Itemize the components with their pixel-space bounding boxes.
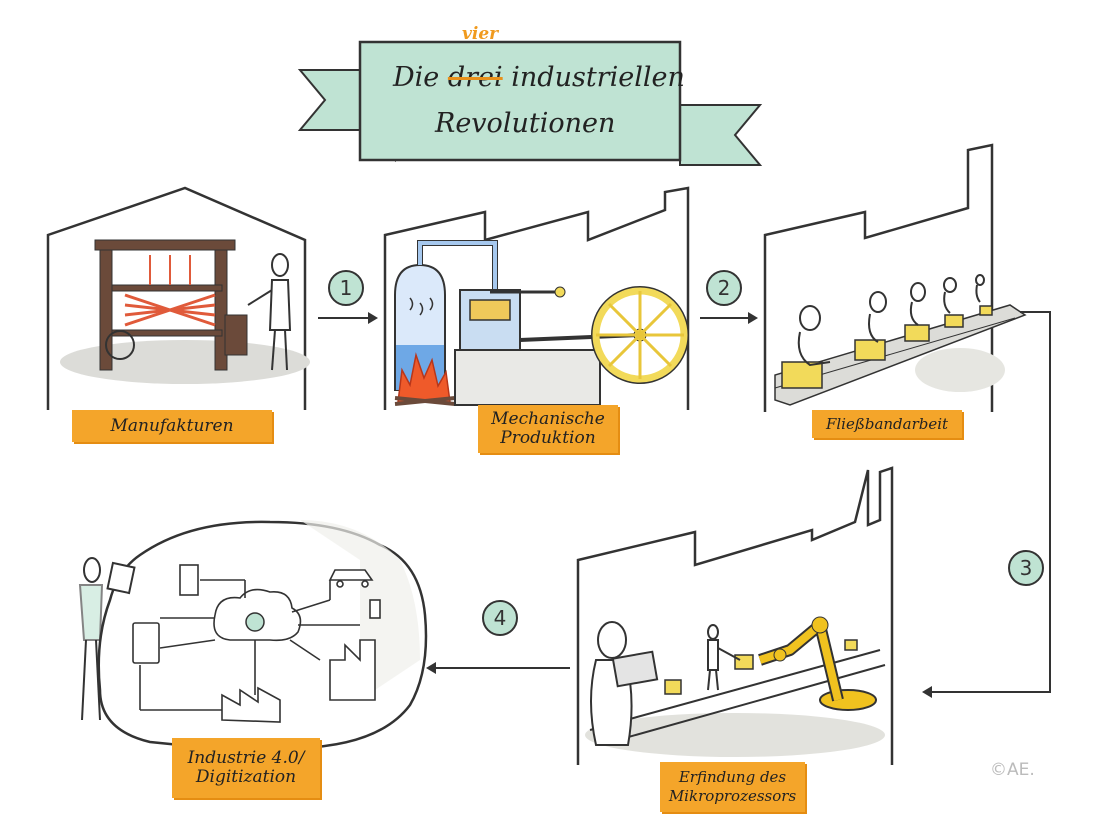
label-mikroprozessor-line1: Erfindung des (678, 768, 787, 786)
label-mechanische-produktion: Mechanische Produktion (478, 405, 618, 453)
copyright-mark: ©AE. (990, 760, 1035, 780)
globe-icon (245, 612, 265, 632)
steam-engine (454, 286, 641, 406)
title-line-1: Die drei industriellen (393, 62, 685, 93)
step-4-badge: 4 (482, 600, 518, 636)
fire (394, 352, 456, 406)
conveyor-boxes-4 (664, 639, 858, 695)
engineer-figures (590, 621, 741, 746)
robot-arm (758, 616, 877, 711)
assembly-workers (797, 274, 985, 367)
loom-drawing (94, 239, 248, 371)
network-devices (132, 564, 381, 723)
title-line-2: Revolutionen (435, 108, 616, 139)
title-word-industriellen: industriellen (511, 62, 685, 93)
conveyor-boxes (781, 305, 993, 389)
label-fliessbandarbeit: Fließbandarbeit (812, 410, 962, 438)
arrow-3 (922, 311, 1051, 698)
title-inserted-word: vier (462, 24, 499, 44)
label-manufakturen: Manufakturen (72, 410, 272, 442)
label-mikroprozessor: Erfindung des Mikroprozessors (660, 762, 805, 812)
arrow-1 (318, 312, 378, 324)
stage-mechanische-produktion (383, 186, 690, 410)
label-manufakturen-text: Manufakturen (110, 415, 234, 436)
title-banner (297, 40, 763, 166)
label-industrie-line1: Industrie 4.0/ (187, 748, 305, 768)
tablet-user (78, 557, 136, 721)
flywheel (591, 286, 689, 384)
label-mikroprozessor-line2: Mikroprozessors (668, 787, 797, 805)
arrow-4 (426, 662, 570, 674)
step-3-badge: 3 (1008, 550, 1044, 586)
stage-manufakturen (46, 186, 310, 410)
arrow-2 (700, 312, 758, 324)
label-industrie-line2: Digitization (195, 767, 297, 787)
label-fliessbandarbeit-text: Fließbandarbeit (825, 414, 949, 433)
worker-figure (247, 253, 292, 371)
stage-industrie-4 (78, 520, 428, 750)
network-connections (139, 579, 360, 711)
step-2-badge: 2 (706, 270, 742, 306)
label-industrie-4: Industrie 4.0/ Digitization (172, 738, 320, 798)
title-word-die: Die (393, 62, 440, 93)
stage-fliessbandarbeit (763, 143, 1027, 412)
stage-mikroprozessor (576, 466, 894, 765)
title-word-struck: drei (447, 62, 503, 93)
step-1-badge: 1 (328, 270, 364, 306)
label-mechanische-line2: Produktion (500, 428, 596, 448)
label-mechanische-line1: Mechanische (491, 409, 605, 429)
